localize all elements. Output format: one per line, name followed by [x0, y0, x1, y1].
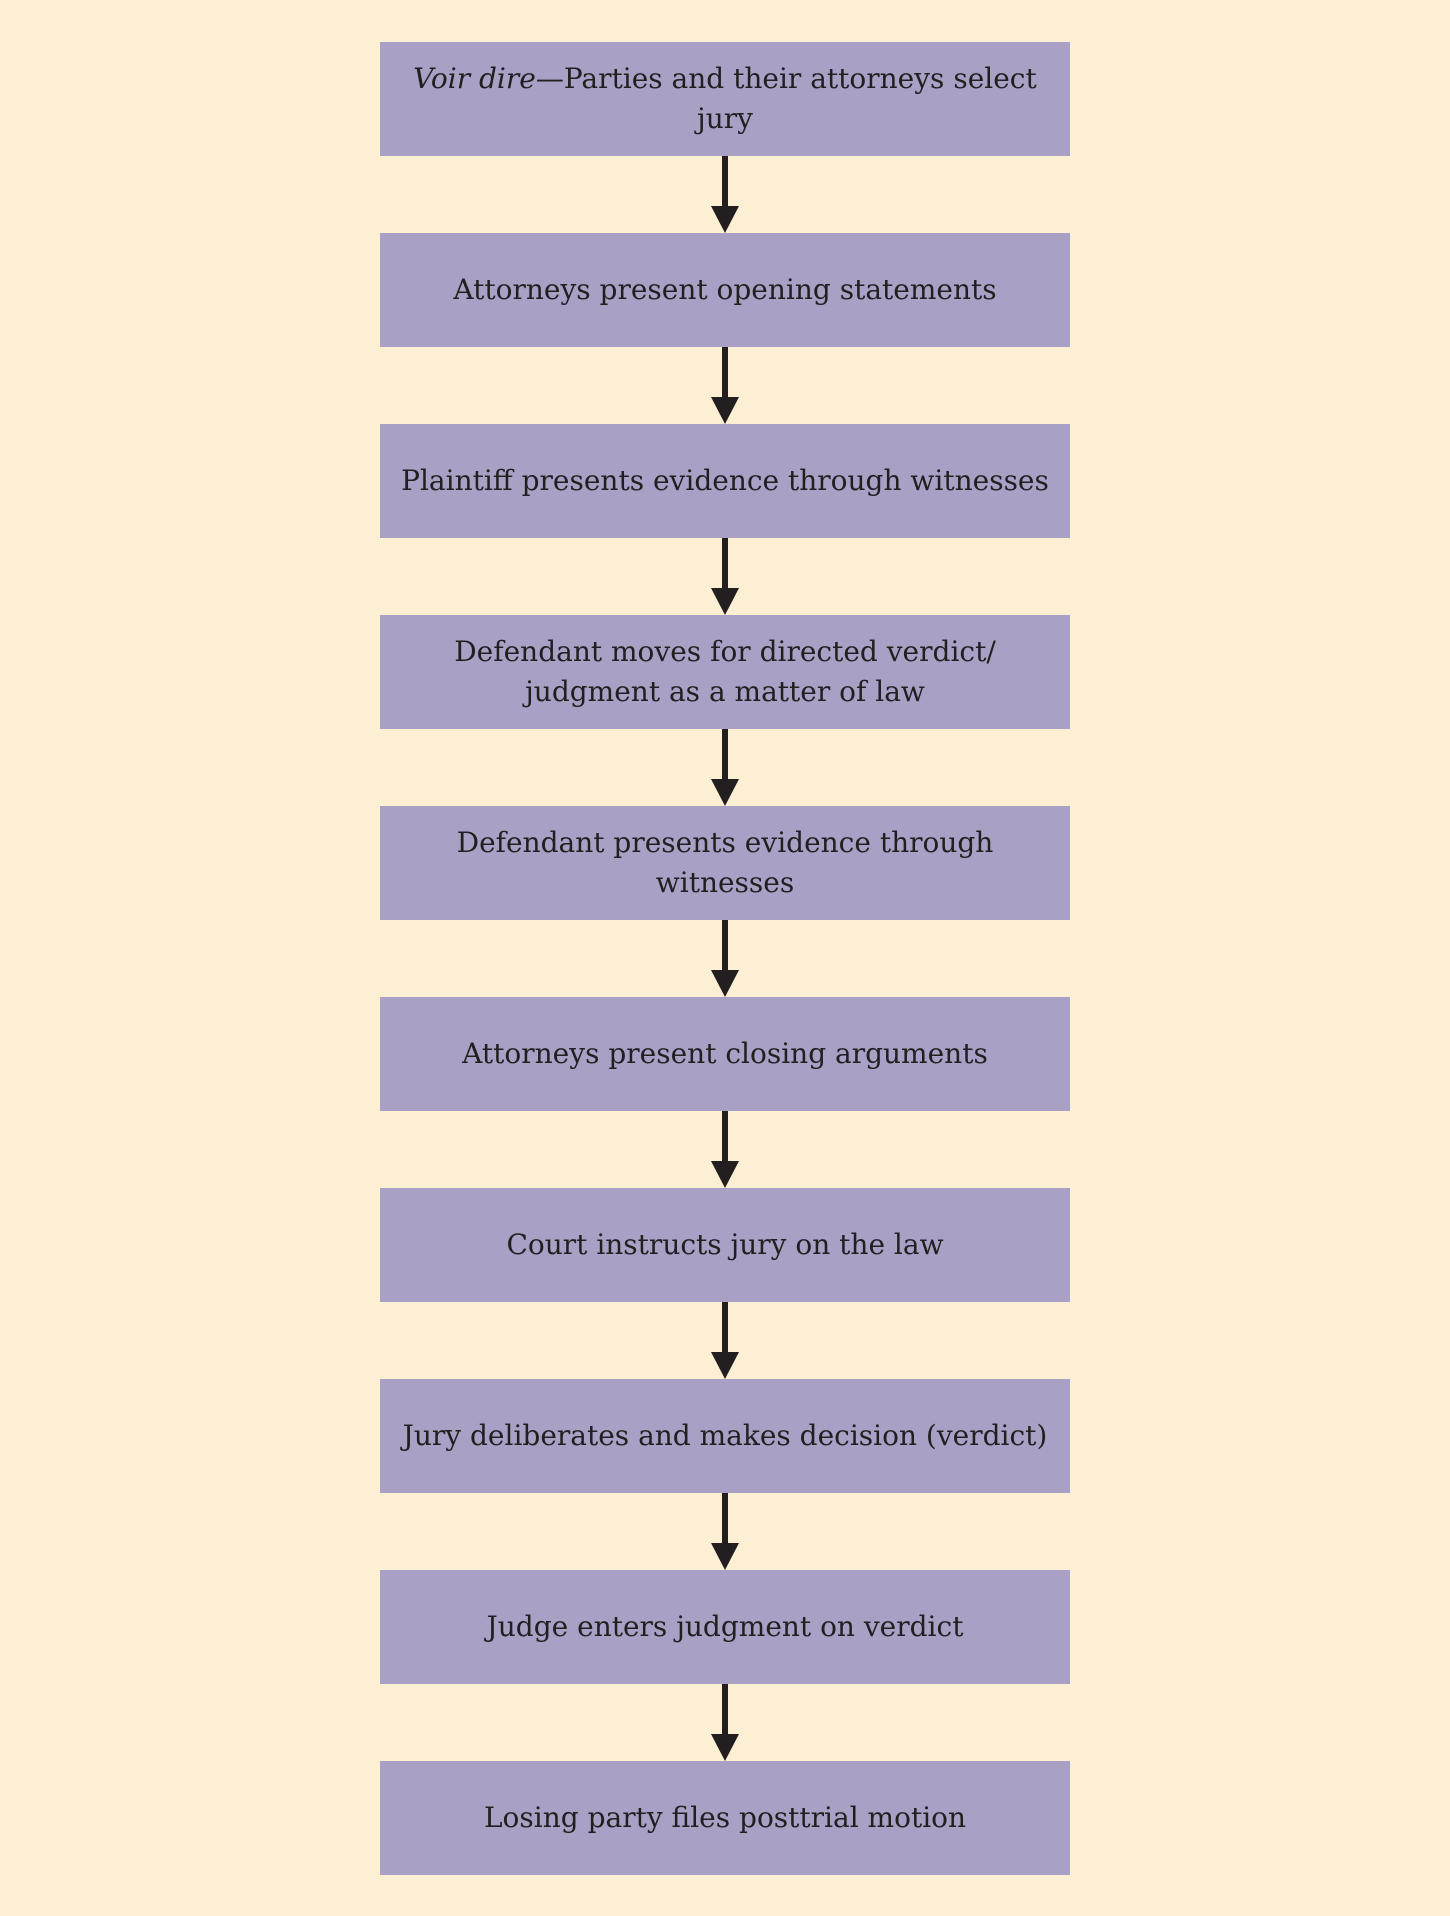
step-label-rest: —Parties and their attorneys select jury — [535, 62, 1037, 135]
arrow-down-icon — [711, 347, 739, 424]
step-voir-dire: Voir dire—Parties and their attorneys se… — [380, 42, 1070, 156]
step-label: Attorneys present closing arguments — [462, 1037, 988, 1070]
step-label: Losing party files posttrial motion — [483, 1801, 967, 1834]
step-label: Defendant presents evidence through witn… — [456, 826, 994, 899]
step-label: Jury deliberates and makes decision (ver… — [402, 1419, 1048, 1452]
step-label: Attorneys present opening statements — [453, 273, 997, 306]
step-plaintiff-evidence: Plaintiff presents evidence through witn… — [380, 424, 1070, 538]
step-label: Court instructs jury on the law — [506, 1228, 944, 1261]
arrow-down-icon — [711, 1302, 739, 1379]
step-label: Plaintiff presents evidence through witn… — [401, 464, 1049, 497]
step-label-italic: Voir dire — [413, 62, 536, 95]
step-label: Voir dire—Parties and their attorneys se… — [398, 59, 1052, 139]
arrow-down-icon — [711, 538, 739, 615]
step-label-line-2: judgment as a matter of law — [525, 675, 925, 708]
arrow-down-icon — [711, 1493, 739, 1570]
arrow-down-icon — [711, 729, 739, 806]
arrow-down-icon — [711, 1684, 739, 1761]
arrow-down-icon — [711, 920, 739, 997]
step-label: Judge enters judgment on verdict — [486, 1610, 964, 1643]
step-jury-deliberates: Jury deliberates and makes decision (ver… — [380, 1379, 1070, 1493]
arrow-down-icon — [711, 1111, 739, 1188]
step-label-line-1: Defendant moves for directed verdict/ — [454, 635, 996, 668]
step-opening-statements: Attorneys present opening statements — [380, 233, 1070, 347]
step-jury-instructions: Court instructs jury on the law — [380, 1188, 1070, 1302]
step-directed-verdict: Defendant moves for directed verdict/ ju… — [380, 615, 1070, 729]
step-judgment-on-verdict: Judge enters judgment on verdict — [380, 1570, 1070, 1684]
step-defendant-evidence: Defendant presents evidence through witn… — [380, 806, 1070, 920]
step-posttrial-motion: Losing party files posttrial motion — [380, 1761, 1070, 1875]
arrow-down-icon — [711, 156, 739, 233]
step-closing-arguments: Attorneys present closing arguments — [380, 997, 1070, 1111]
step-label: Defendant moves for directed verdict/ ju… — [454, 632, 996, 712]
